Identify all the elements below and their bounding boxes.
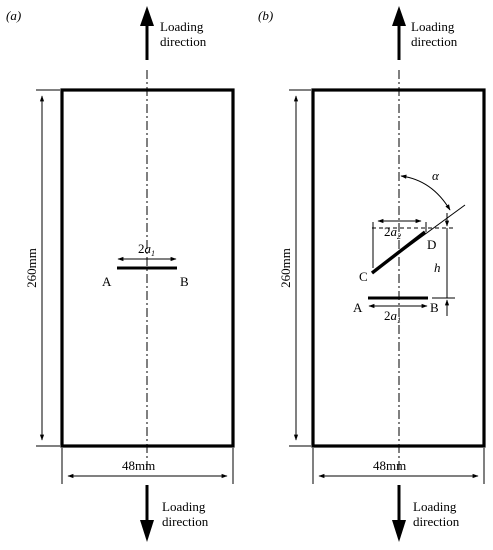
panel-a-tag: (a) [6, 8, 21, 23]
point-a-label-b: A [353, 300, 363, 315]
crack-label-a: 2a1 [138, 241, 155, 258]
height-label-a: 260mm [24, 248, 39, 288]
loading-arrow-bottom-b [392, 485, 406, 542]
point-b-label-a: B [180, 274, 189, 289]
height-label-b: 260mm [278, 248, 293, 288]
loading-label-bottom-a-2: direction [162, 514, 209, 529]
height-dimension-a [36, 89, 60, 447]
height-dimension-b [289, 89, 311, 447]
loading-arrow-bottom-a [140, 485, 154, 542]
point-b-label-b: B [430, 300, 439, 315]
loading-label-top-b-2: direction [411, 34, 458, 49]
crack-cd-b [370, 230, 427, 275]
loading-label-bottom-b-2: direction [413, 514, 460, 529]
loading-label-bottom-b-1: Loading [413, 499, 457, 514]
width-label-a: 48mm [122, 458, 155, 473]
panel-b-tag: (b) [258, 8, 273, 23]
loading-arrow-top-b [392, 6, 406, 60]
point-a-label-a: A [102, 274, 112, 289]
loading-label-top-a-1: Loading [160, 19, 204, 34]
loading-label-top-b-1: Loading [411, 19, 455, 34]
width-dimension-a [61, 448, 234, 484]
point-d-label-b: D [427, 237, 436, 252]
loading-arrow-top-a [140, 6, 154, 60]
panel-a: (a) Loading direction 260mm 2a1 A B [6, 6, 235, 542]
angle-label-b: α [432, 168, 440, 183]
crack1-label-b: 2a1 [384, 308, 401, 325]
loading-label-bottom-a-1: Loading [162, 499, 206, 514]
loading-label-top-a-2: direction [160, 34, 207, 49]
point-c-label-b: C [359, 269, 368, 284]
angle-arc-b [400, 174, 451, 211]
panel-b: (b) Loading direction 260mm α 2a2 C D [258, 6, 486, 542]
width-label-b: 48mm [373, 458, 406, 473]
spacing-label-b: h [434, 260, 441, 275]
width-dimension-b [312, 448, 485, 484]
crack2-label-b: 2a2 [384, 224, 401, 241]
